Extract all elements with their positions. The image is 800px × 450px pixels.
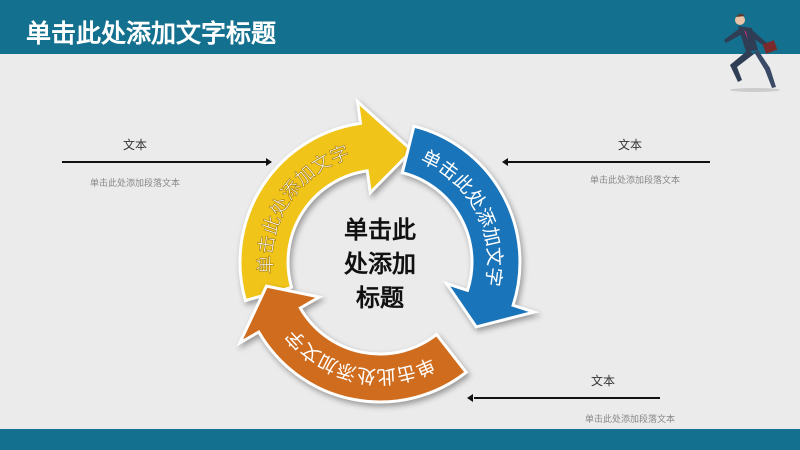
footer-bar bbox=[0, 429, 800, 450]
center-title-line2[interactable]: 处添加 bbox=[343, 250, 416, 278]
slide-title[interactable]: 单击此处添加文字标题 bbox=[26, 19, 277, 48]
connector-line-right bbox=[508, 161, 710, 163]
note-text-bottom: 单击此处添加段落文本 bbox=[584, 415, 675, 425]
note-text-right: 单击此处添加段落文本 bbox=[589, 176, 680, 186]
arrow-yellow[interactable] bbox=[238, 97, 415, 303]
arrowhead-bottom bbox=[467, 394, 473, 402]
note-title-bottom: 文本 bbox=[590, 374, 615, 388]
center-title-line3[interactable]: 标题 bbox=[356, 284, 404, 312]
header-bar bbox=[0, 0, 800, 54]
arrow-orange[interactable] bbox=[236, 284, 469, 404]
note-text-left: 单击此处添加段落文本 bbox=[89, 179, 180, 189]
note-title-left: 文本 bbox=[122, 138, 147, 152]
center-title-line1[interactable]: 单击此 bbox=[344, 216, 416, 244]
arrowhead-left bbox=[266, 158, 272, 166]
connector-line-left bbox=[62, 161, 267, 163]
connector-line-bottom bbox=[474, 397, 660, 399]
note-title-right: 文本 bbox=[617, 138, 642, 152]
arrowhead-right bbox=[502, 158, 508, 166]
running-businessman-illustration bbox=[724, 13, 780, 92]
arrow-blue[interactable] bbox=[400, 124, 540, 329]
